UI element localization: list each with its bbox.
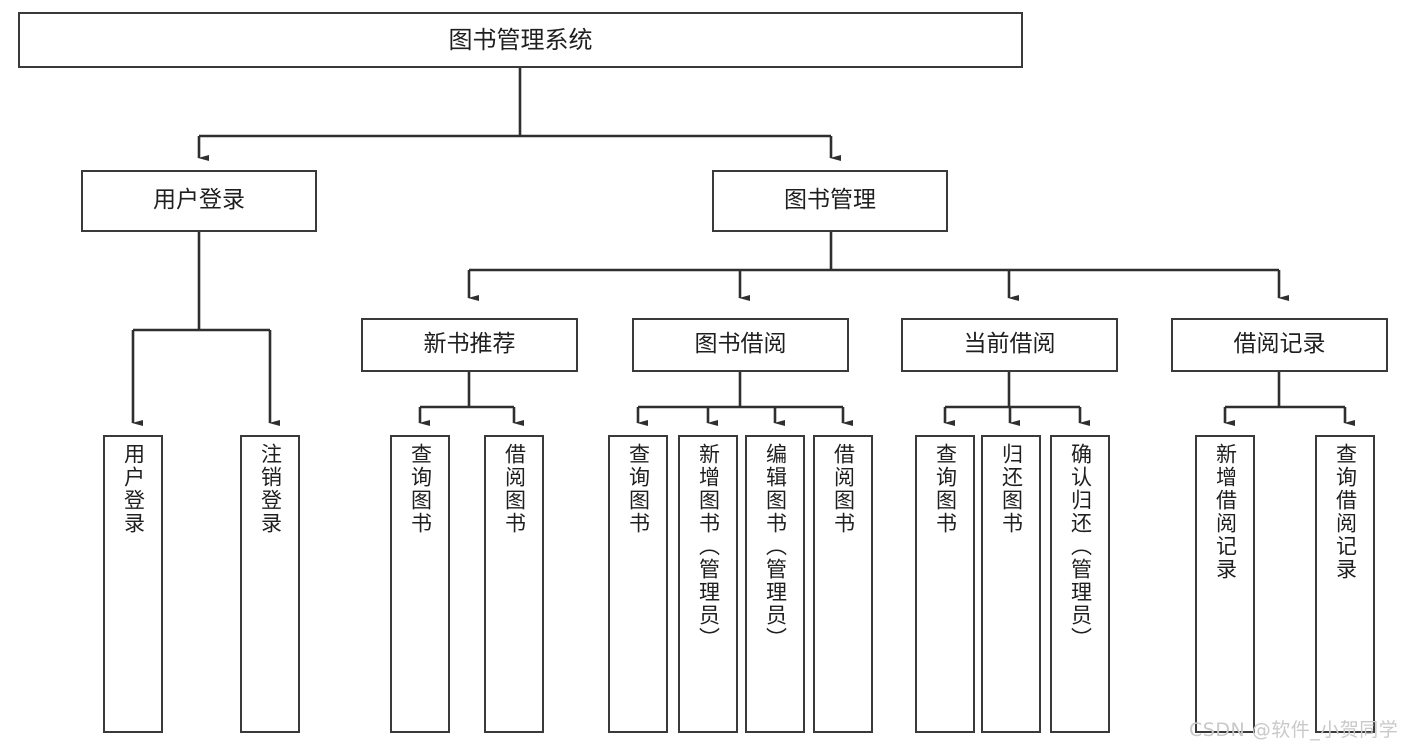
node-label: 查询图书 xyxy=(408,443,433,535)
node-book-borrow[interactable]: 图书借阅 xyxy=(632,318,849,372)
node-label: 查询图书 xyxy=(626,443,651,535)
node-label: 图书借阅 xyxy=(694,331,787,358)
node-label: 新增借阅记录 xyxy=(1213,443,1238,581)
leaf-query-borrow-record[interactable]: 查询借阅记录 xyxy=(1315,435,1375,733)
node-label: 归还图书 xyxy=(999,443,1024,535)
leaf-add-borrow-record[interactable]: 新增借阅记录 xyxy=(1195,435,1255,733)
node-label: 注销登录 xyxy=(258,443,283,535)
node-root-system[interactable]: 图书管理系统 xyxy=(18,12,1023,68)
leaf-query-book-current[interactable]: 查询图书 xyxy=(915,435,975,733)
node-label: 用户登录 xyxy=(121,443,146,535)
node-user-login[interactable]: 用户登录 xyxy=(81,170,317,232)
leaf-logout-login[interactable]: 注销登录 xyxy=(240,435,300,733)
node-label: 图书管理 xyxy=(784,187,876,214)
node-current-borrow[interactable]: 当前借阅 xyxy=(901,318,1118,372)
node-label: 查询借阅记录 xyxy=(1333,443,1358,581)
csdn-watermark: CSDN @软件_小贺同学 xyxy=(1189,719,1399,741)
node-label: 新增图书（管理员） xyxy=(696,443,721,650)
leaf-query-book-recommend[interactable]: 查询图书 xyxy=(390,435,450,733)
node-new-book-recommend[interactable]: 新书推荐 xyxy=(361,318,578,372)
node-label: 用户登录 xyxy=(153,187,245,214)
node-book-manage[interactable]: 图书管理 xyxy=(712,170,948,232)
node-label: 图书管理系统 xyxy=(448,25,593,54)
leaf-borrow-book[interactable]: 借阅图书 xyxy=(813,435,873,733)
leaf-query-book-borrow[interactable]: 查询图书 xyxy=(608,435,668,733)
node-label: 当前借阅 xyxy=(963,331,1056,358)
leaf-user-login[interactable]: 用户登录 xyxy=(103,435,163,733)
node-borrow-record[interactable]: 借阅记录 xyxy=(1171,318,1388,372)
leaf-add-book[interactable]: 新增图书（管理员） xyxy=(678,435,738,733)
node-label: 编辑图书（管理员） xyxy=(763,443,788,650)
node-label: 借阅图书 xyxy=(502,443,527,535)
node-label: 借阅记录 xyxy=(1233,331,1326,358)
leaf-return-book[interactable]: 归还图书 xyxy=(981,435,1041,733)
leaf-edit-book[interactable]: 编辑图书（管理员） xyxy=(745,435,805,733)
node-label: 新书推荐 xyxy=(423,331,516,358)
node-label: 借阅图书 xyxy=(831,443,856,535)
leaf-confirm-return[interactable]: 确认归还（管理员） xyxy=(1050,435,1110,733)
leaf-borrow-book-recommend[interactable]: 借阅图书 xyxy=(484,435,544,733)
node-label: 查询图书 xyxy=(933,443,958,535)
node-label: 确认归还（管理员） xyxy=(1068,443,1093,650)
